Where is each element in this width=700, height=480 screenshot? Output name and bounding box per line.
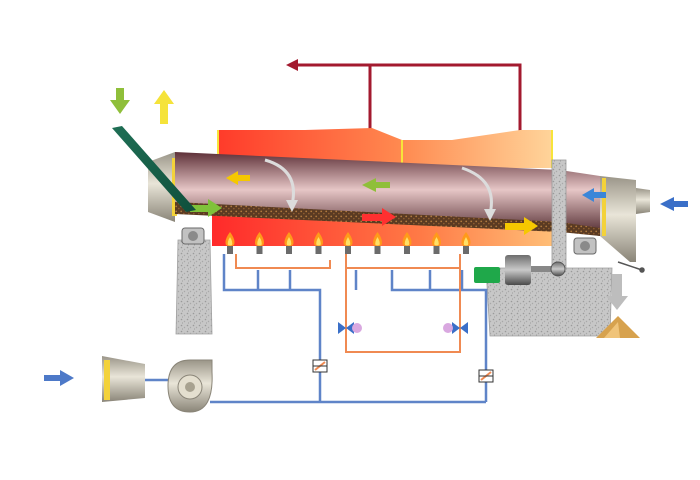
product-pile — [596, 316, 640, 338]
gas-valve-right — [443, 322, 468, 334]
material-flow-arrow-1 — [190, 199, 222, 217]
exhaust-arrow-head — [286, 59, 298, 71]
gas-flow-arrow-1 — [226, 171, 250, 185]
exhaust-out-arrow — [154, 90, 174, 124]
burner-5 — [343, 232, 353, 254]
discharge-hood — [600, 176, 650, 262]
outside-air-in-arrow — [660, 197, 688, 211]
burner-6 — [373, 232, 382, 254]
support-pier-right — [485, 237, 613, 337]
exhaust-duct — [286, 59, 522, 135]
air-inlet-box — [102, 356, 145, 402]
burner-3 — [284, 232, 294, 254]
control-valve-left — [312, 359, 328, 373]
product-out-arrow — [606, 274, 628, 310]
burner-4 — [314, 232, 323, 254]
material-flow-arrow-2 — [362, 208, 396, 226]
discharge-rod — [617, 261, 645, 273]
burner-row — [225, 232, 471, 254]
gas-flow-arrow-2 — [362, 178, 390, 192]
feed-in-arrow — [110, 88, 130, 114]
gear-motor — [474, 255, 566, 285]
inlet-air-arrow — [44, 370, 74, 386]
burner-2 — [255, 232, 264, 254]
feed-chute — [112, 126, 196, 212]
support-pier-left — [175, 227, 213, 335]
combustion-fan — [167, 359, 213, 413]
burner-8 — [432, 232, 441, 254]
gas-lines — [235, 254, 461, 353]
rotation-arrows — [264, 158, 496, 221]
cooling-air-in-arrow — [582, 188, 606, 202]
material-flow-arrow-3 — [505, 217, 538, 235]
control-valve-right — [478, 369, 494, 383]
seal-ring — [551, 159, 567, 271]
gas-valve-left — [338, 322, 362, 334]
burner-7 — [402, 232, 412, 254]
burner-1 — [225, 232, 235, 254]
burner-9 — [461, 232, 471, 254]
